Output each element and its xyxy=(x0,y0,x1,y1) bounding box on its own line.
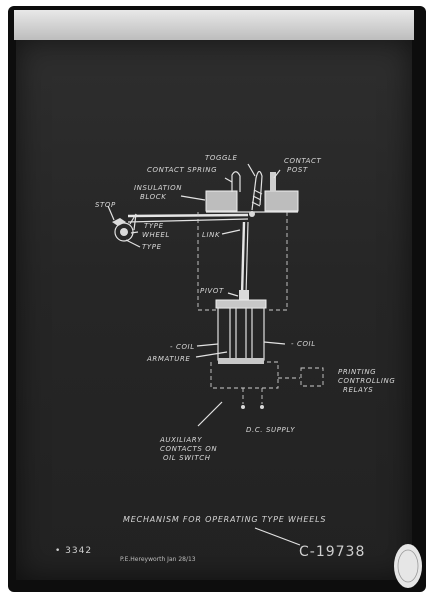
armature-plate xyxy=(215,299,267,309)
label-relays: RELAYS xyxy=(343,386,373,394)
label-stop: STOP xyxy=(95,201,116,209)
pivot xyxy=(239,290,249,302)
label-contact-post-2: POST xyxy=(287,166,308,174)
label-armature: ARMATURE xyxy=(146,355,190,363)
label-printing: PRINTING xyxy=(338,368,376,376)
label-oil-switch: OIL SWITCH xyxy=(163,454,211,462)
label-type-wheel-2: WHEEL xyxy=(142,231,170,239)
relay-box xyxy=(300,367,324,387)
paper-edge xyxy=(14,10,414,40)
link-rod xyxy=(240,221,246,296)
label-insulation-1: INSULATION xyxy=(134,184,182,192)
caption: MECHANISM FOR OPERATING TYPE WHEELS xyxy=(123,515,326,524)
insulation-block-left xyxy=(205,190,238,212)
lever-arm xyxy=(127,213,249,218)
label-type: TYPE xyxy=(142,243,162,251)
contact-post xyxy=(270,172,276,192)
plate-number: • 3342 xyxy=(55,546,92,556)
label-insulation-2: BLOCK xyxy=(140,193,167,201)
label-type-wheel-1: TYPE xyxy=(144,222,164,230)
contact-spring xyxy=(231,171,241,192)
stop-block xyxy=(112,218,126,226)
signature: P.E.Hereyworth Jan 28/13 xyxy=(120,556,196,563)
label-auxiliary: AUXILIARY xyxy=(159,436,202,444)
label-coil-left: - COIL xyxy=(170,343,195,351)
label-coil-right: - COIL xyxy=(291,340,316,348)
label-controlling: CONTROLLING xyxy=(338,377,395,385)
label-toggle: TOGGLE xyxy=(205,154,238,162)
label-contact-spring: CONTACT SPRING xyxy=(147,166,217,174)
label-link: LINK xyxy=(202,231,221,239)
label-pivot: PIVOT xyxy=(200,287,224,295)
label-contact-post-1: CONTACT xyxy=(284,157,322,165)
toggle xyxy=(251,170,263,211)
label-contacts-on: CONTACTS ON xyxy=(160,445,217,453)
insulation-block-right xyxy=(264,190,299,212)
drawing-number: C-19738 xyxy=(299,544,365,560)
label-dc-supply: D.C. SUPPLY xyxy=(246,426,295,434)
